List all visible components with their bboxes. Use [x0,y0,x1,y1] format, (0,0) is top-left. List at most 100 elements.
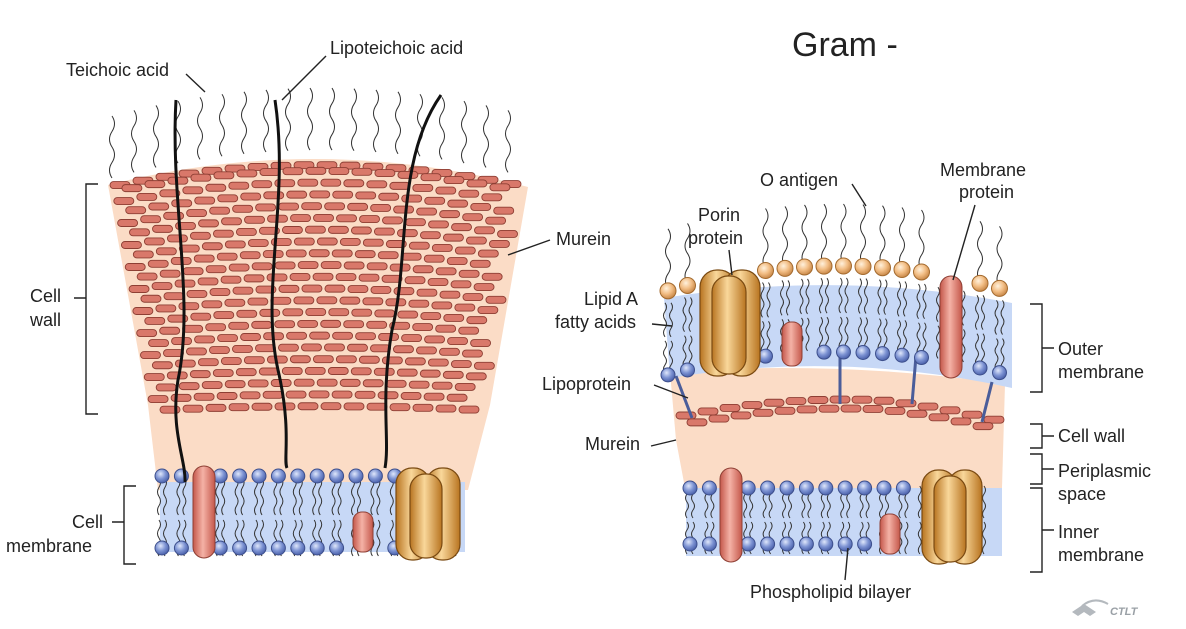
murein-unit [235,368,257,377]
murein-unit [939,406,961,415]
phospholipid-head [251,540,267,556]
murein-unit [347,202,369,211]
porin-protein-leader [728,249,733,276]
murein-unit [281,226,303,234]
phospholipid-head [760,480,776,496]
murein-unit [397,310,419,319]
lipid-tail [819,316,823,351]
murein-unit [297,319,319,328]
phospholipid-head [914,350,929,366]
lipoprotein-label: Lipoprotein [542,374,631,394]
murein-unit [796,405,818,414]
murein-unit [132,307,154,315]
murein-unit [316,296,338,305]
murein-unit [462,349,483,358]
murein-unit [163,292,185,301]
murein-unit [370,204,392,212]
murein-unit [366,262,388,271]
lipid-tail [917,485,922,519]
murein-unit [408,380,430,389]
murein-unit [166,234,188,243]
lipid-tail [805,278,810,315]
murein-unit [209,346,230,355]
murein-unit [324,202,346,211]
murein-unit [469,259,491,268]
lipid-tail [688,297,693,332]
lipid-tail [240,477,245,516]
murein-unit [443,313,465,322]
phospholipid-head [154,468,170,484]
murein-unit [266,273,288,282]
o-antigen-chain [684,223,691,284]
murein-unit [143,237,165,246]
lipid-a-label-line2: fatty acids [555,312,636,332]
murein-unit [178,382,200,391]
lps-head [659,282,677,300]
murein-unit [217,334,239,343]
murein-unit [124,263,146,271]
murein-unit [293,378,315,387]
murein-unit [332,190,354,199]
murein-unit [159,269,181,278]
murein-unit [262,390,284,399]
murein-unit [405,218,426,227]
o-antigen-chain [782,206,788,267]
phospholipid-head [857,536,873,552]
murein-unit [274,320,296,329]
phospholipid-head [857,480,873,496]
inner-membrane-protein [719,467,743,563]
phospholipid-head [837,480,853,496]
periplasmic-label-line2: space [1058,484,1106,504]
murein-unit [400,391,422,400]
phospholipid-head [740,480,756,496]
murein-unit [343,402,365,411]
murein-unit [373,367,395,376]
lipid-tail [825,316,829,351]
cell-membrane-label-line1: Cell [72,512,103,532]
murein-unit [351,167,373,176]
murein-unit [458,326,480,335]
murein-unit [477,306,499,314]
murein-unit [205,323,227,332]
teichoic-acid-chain [483,105,489,168]
phospholipid-head [232,540,248,556]
murein-unit [320,261,342,270]
lipid-tail [922,322,927,356]
murein-unit [335,273,357,281]
o-antigen-chain [918,209,925,271]
lipid-tail [215,477,220,516]
svg-text:CTLT: CTLT [1110,606,1139,618]
murein-unit [408,241,430,250]
murein-unit [354,390,376,399]
murein-unit [442,233,464,242]
murein-unit [420,173,442,182]
murein-unit [327,225,349,234]
phospholipid-head [779,480,795,496]
murein-unit [443,176,465,184]
teichoic-acid-chain [395,91,401,155]
gram-positive-envelope [108,87,528,561]
murein-unit [708,414,730,423]
lipid-tail [221,477,226,516]
murein-unit [190,312,212,321]
murein-unit [155,247,177,256]
murein-unit [906,409,928,418]
murein-unit [305,166,327,175]
diagram-title: Gram - [792,26,898,64]
murein-unit [228,321,250,330]
porin-protein [699,269,761,377]
murein-unit [327,367,349,375]
lipid-tail [858,317,862,351]
murein-unit [873,396,895,405]
teichoic-acid-chain [285,88,291,151]
murein-unit [458,405,480,414]
murein-unit [385,379,407,388]
murein-unit [220,275,242,284]
phospholipid-head [251,468,267,484]
lipid-tail [883,318,888,352]
lipid-tail [376,477,381,516]
murein-unit [159,326,181,335]
murein-unit [224,380,246,389]
murein-unit [155,383,177,392]
murein-unit [201,242,223,251]
